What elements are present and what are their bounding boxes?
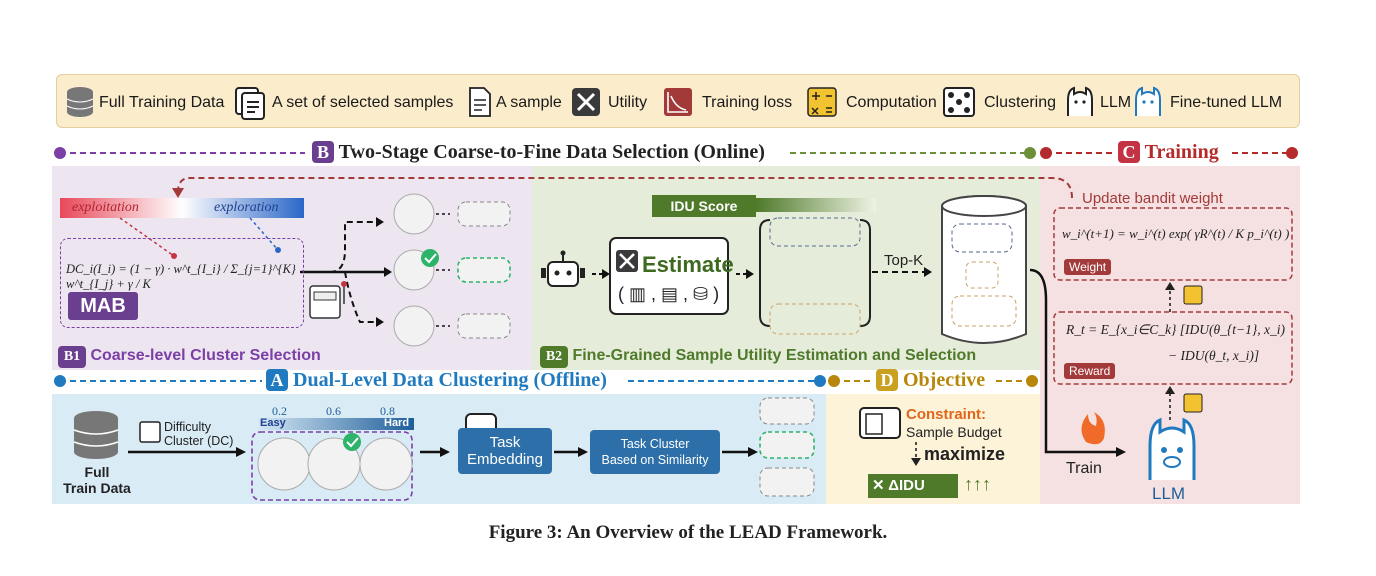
robot-icon (541, 250, 585, 287)
train-label: Train (1066, 460, 1102, 477)
maximize-label: maximize (924, 444, 1006, 464)
section-b-title: Two-Stage Coarse-to-Fine Data Selection … (338, 141, 765, 163)
idu-score-badge: IDU Score (652, 195, 756, 217)
legend-label-loss: Training loss (702, 94, 793, 111)
loss-chart-icon (664, 88, 692, 116)
cluster-icon (943, 87, 975, 117)
weight-tag-label: Weight (1064, 259, 1112, 275)
b1-title: Coarse-level Cluster Selection (90, 347, 321, 364)
scale-value-1: 0.2 (272, 404, 287, 418)
dc-equation: DC_i(I_i) = (1 − γ) · w^t_{I_i} / Σ_{j=1… (66, 262, 296, 291)
legend-label-clustering: Clustering (984, 94, 1057, 111)
b1-heading: B1 Coarse-level Cluster Selection (58, 346, 321, 368)
triple-up-arrows: ↑↑↑ (964, 474, 991, 494)
section-d-header: D Objective (876, 369, 985, 392)
b2-title: Fine-Grained Sample Utility Estimation a… (572, 347, 977, 364)
full-data-database-icon (73, 411, 119, 459)
sample-budget-label: Sample Budget (906, 424, 1002, 440)
document-icon (469, 87, 491, 117)
figure-caption: Figure 3: An Overview of the LEAD Framew… (488, 522, 888, 543)
delta-idu-label: ✕ ΔIDU (872, 477, 925, 494)
llm-label: LLM (1152, 484, 1186, 503)
update-bandit-label: Update bandit weight (1082, 190, 1223, 207)
easy-label: Easy (260, 417, 286, 429)
exploration-label: exploration (214, 200, 279, 215)
weight-equation: w_i^(t+1) = w_i^(t) exp( γR^(t) / K p_i^… (1062, 226, 1290, 241)
legend-label-computation: Computation (846, 94, 937, 111)
section-d-badge: D (876, 369, 898, 391)
section-b-badge: B (312, 141, 334, 163)
task-cluster-box: Task Cluster Based on Similarity (590, 430, 720, 474)
b2-heading: B2 Fine-Grained Sample Utility Estimatio… (540, 346, 976, 368)
legend-label-full-data: Full Training Data (99, 94, 225, 111)
llama-blue-icon (1135, 86, 1161, 116)
legend-label-sample-set: A set of selected samples (272, 94, 454, 111)
section-d-title: Objective (903, 369, 986, 391)
weight-tag: Weight (1064, 258, 1112, 276)
slot-machine-icon (309, 281, 347, 319)
section-c-title: Training (1144, 141, 1219, 163)
constraint-label: Constraint: (906, 406, 986, 423)
task-embedding-box: Task Embedding (458, 428, 552, 474)
legend-label-finetuned: Fine-tuned LLM (1170, 94, 1283, 111)
section-a-title: Dual-Level Data Clustering (Offline) (293, 369, 607, 391)
mab-box (60, 238, 304, 328)
mab-label: MAB (68, 292, 138, 320)
reward-equation-line1: R_t = E_{x_i∈C_k} [IDU(θ_{t−1}, x_i) (1066, 322, 1286, 337)
difficulty-cluster-label: Difficulty Cluster (DC) (164, 420, 234, 448)
idu-score-label: IDU Score (670, 198, 738, 214)
section-a-badge: A (266, 369, 288, 391)
section-b-header: B Two-Stage Coarse-to-Fine Data Selectio… (312, 141, 765, 164)
scale-value-3: 0.8 (380, 404, 395, 418)
reward-tag-label: Reward (1064, 363, 1116, 379)
section-a-header: A Dual-Level Data Clustering (Offline) (266, 369, 607, 392)
estimate-inputs: ( ▥ , ▤ , ⛁ ) (618, 284, 720, 304)
section-c-badge: C (1118, 141, 1140, 163)
hard-label: Hard (384, 417, 410, 429)
legend-label-llm: LLM (1100, 94, 1132, 111)
tools-icon (572, 88, 600, 116)
delta-idu-text: ΔIDU (888, 477, 925, 494)
section-c-header: C Training (1118, 141, 1219, 164)
scale-value-2: 0.6 (326, 404, 341, 418)
sample-set-icon (235, 87, 265, 120)
b2-badge: B2 (540, 346, 568, 368)
estimate-label: Estimate (642, 252, 734, 277)
reward-tag: Reward (1064, 362, 1116, 380)
wallet-icon (859, 407, 901, 439)
llama-icon (1067, 86, 1093, 116)
calculator-icon (807, 87, 837, 117)
legend-label-utility: Utility (608, 94, 648, 111)
topk-label: Top-K (884, 252, 924, 269)
full-train-data-label: Full Train Data (63, 464, 131, 496)
fine-tuned-llama-icon (1148, 417, 1196, 480)
database-icon (66, 87, 94, 117)
reward-equation-line2: − IDU(θ_t, x_i)] (1168, 348, 1260, 363)
exploitation-label: exploitation (72, 200, 139, 215)
legend-label-sample: A sample (496, 94, 562, 111)
b1-badge: B1 (58, 346, 86, 368)
